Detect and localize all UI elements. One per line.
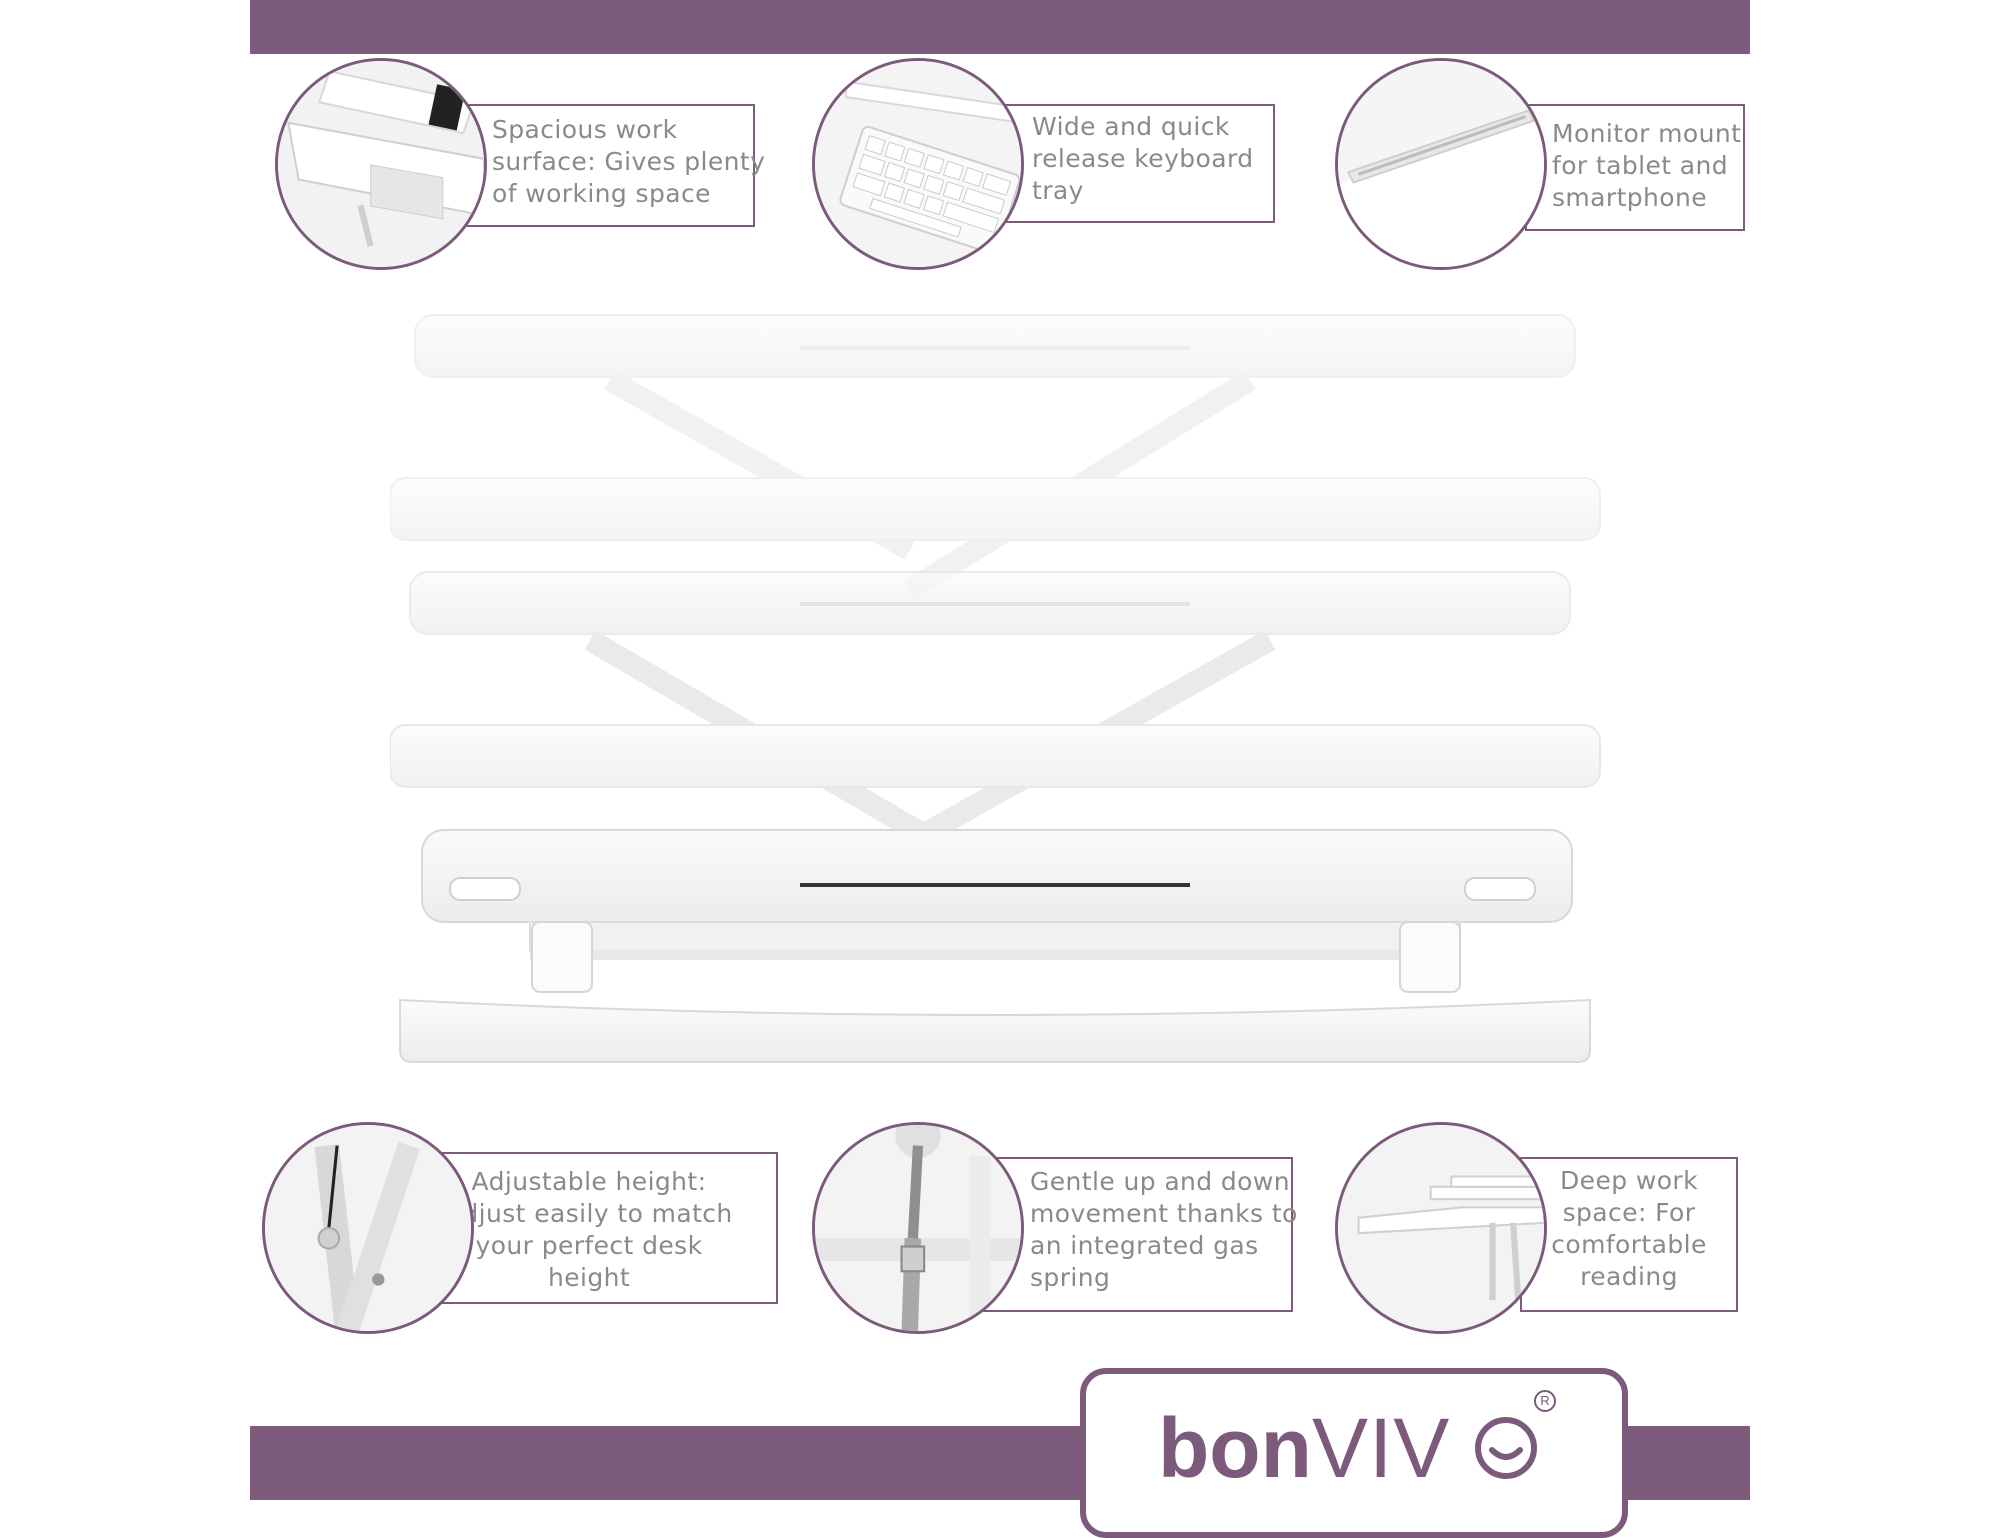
feature-label-line: Adjustable height: (471, 1167, 707, 1196)
gas-spring-icon (812, 1122, 1024, 1334)
feature-label-line: release keyboard (1032, 144, 1254, 173)
feature-label-text: Gentle up and down movement thanks to an… (1030, 1166, 1298, 1294)
feature-label-box (1520, 1157, 1738, 1312)
feature-label-line: smartphone (1552, 183, 1708, 212)
feature-label-line: Adjust easily to match (445, 1199, 733, 1228)
feature-label-text: Adjustable height: Adjust easily to matc… (400, 1166, 778, 1294)
brand-logo-bon: bon (1158, 1401, 1312, 1495)
top-brand-band (250, 0, 1750, 54)
brand-logo-smile-o (1475, 1417, 1537, 1479)
feature-label-text: Monitor mount for tablet and smartphone (1552, 118, 1741, 214)
feature-label-box (460, 104, 755, 227)
feature-label-line: reading (1580, 1262, 1678, 1291)
feature-label-box (995, 104, 1275, 223)
feature-label-text: Deep work space: For comfortable reading (1520, 1165, 1738, 1293)
feature-label-line: movement thanks to (1030, 1199, 1298, 1228)
feature-label-line: Wide and quick (1032, 112, 1230, 141)
feature-label-line: an integrated gas (1030, 1231, 1259, 1260)
feature-label-line: spring (1030, 1263, 1111, 1292)
feature-label-line: space: For (1562, 1198, 1696, 1227)
feature-label-line: Spacious work (492, 115, 678, 144)
feature-label-line: height (547, 1263, 631, 1292)
feature-label-line: comfortable (1551, 1230, 1707, 1259)
feature-label-text: Wide and quick release keyboard tray (1032, 111, 1253, 207)
brand-logo: bonVIV (1158, 1393, 1450, 1503)
feature-label-line: Gentle up and down (1030, 1167, 1290, 1196)
registered-mark: R (1534, 1390, 1556, 1412)
brand-logo-viv: VIV (1311, 1401, 1451, 1495)
scissor-frame-icon (262, 1122, 474, 1334)
keyboard-icon (812, 58, 1024, 270)
feature-label-line: your perfect desk (475, 1231, 703, 1260)
feature-label-box (1525, 104, 1745, 231)
feature-label-line: Deep work (1560, 1166, 1698, 1195)
feature-label-line: Monitor mount (1552, 119, 1742, 148)
side-view-desk-icon (1335, 1122, 1547, 1334)
standing-desk-converter-illustration (390, 314, 1601, 1063)
tablet-slot-icon (1335, 58, 1547, 270)
feature-label-line: for tablet and (1552, 151, 1729, 180)
feature-label-box (975, 1157, 1293, 1312)
feature-label-line: of working space (492, 179, 711, 208)
feature-label-text: Spacious work surface: Gives plenty of w… (492, 114, 765, 210)
feature-label-line: tray (1032, 176, 1084, 205)
desk-keyboard-icon (275, 58, 487, 270)
feature-label-line: surface: Gives plenty (492, 147, 766, 176)
